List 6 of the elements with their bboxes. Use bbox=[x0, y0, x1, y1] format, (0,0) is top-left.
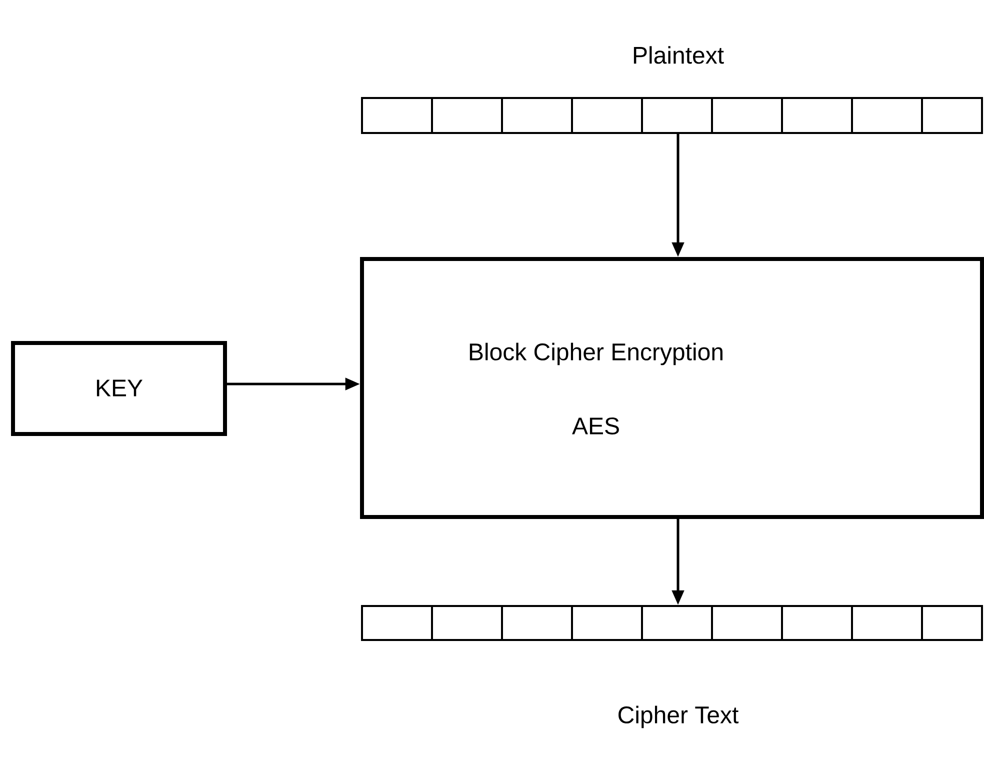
bar-label: Cipher Text bbox=[618, 706, 739, 728]
process-box: Block Cipher Encryption AES bbox=[360, 257, 984, 519]
bar-label: Plaintext bbox=[634, 46, 724, 64]
cell-bar bbox=[361, 97, 983, 134]
key-box: KEY bbox=[11, 341, 227, 436]
cell-bar bbox=[361, 605, 983, 641]
